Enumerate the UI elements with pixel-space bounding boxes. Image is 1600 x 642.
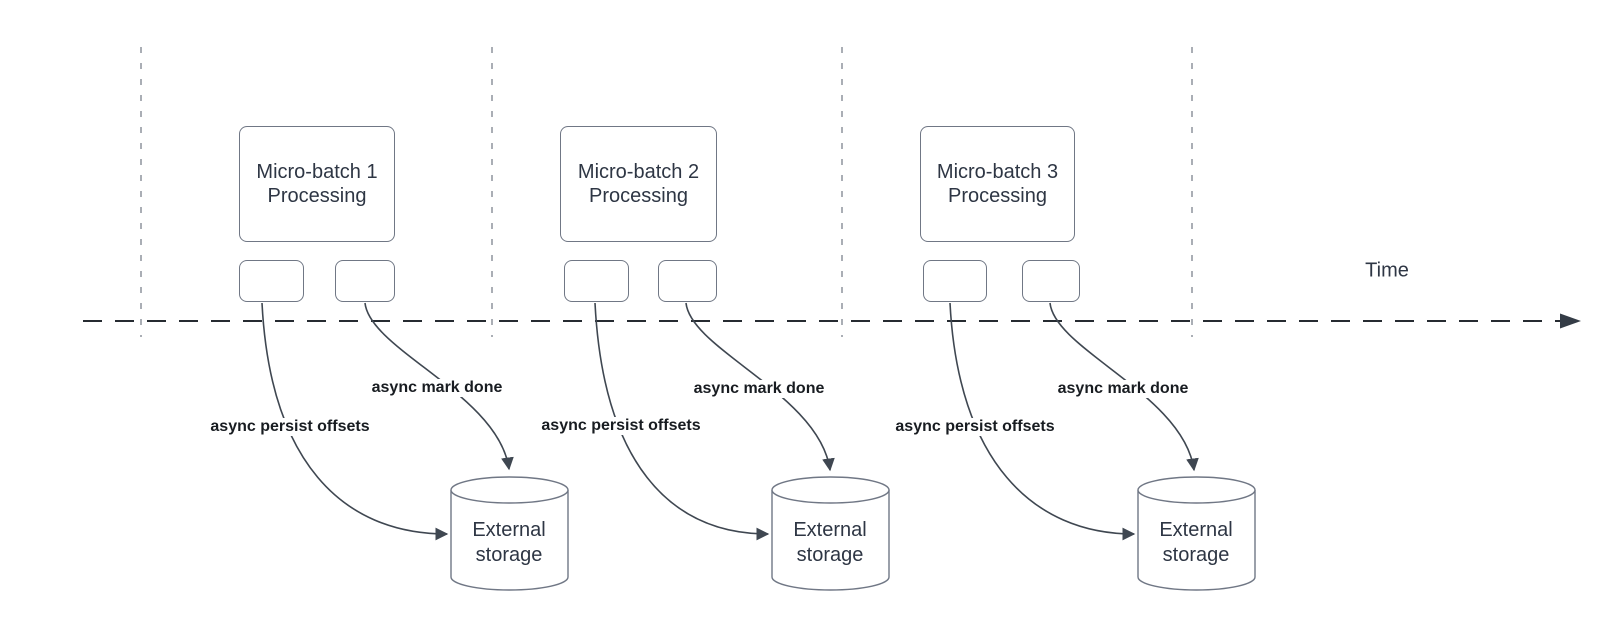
persist-offsets-connector-1 bbox=[261, 302, 449, 541]
external-storage-cylinder-1 bbox=[450, 490, 569, 591]
mark-done-connector-2 bbox=[685, 302, 835, 472]
persist-offsets-connector-3 bbox=[949, 302, 1136, 541]
external-storage-cylinder-3-top bbox=[1137, 476, 1256, 504]
external-storage-cylinder-2-top bbox=[771, 476, 890, 504]
external-storage-label-1: External storage bbox=[472, 519, 546, 566]
persist-offsets-label-2: async persist offsets bbox=[539, 417, 703, 435]
external-storage-cylinder-1-top bbox=[450, 476, 569, 504]
persist-offsets-task-box-3 bbox=[923, 260, 987, 302]
mark-done-task-box-2 bbox=[658, 260, 717, 302]
external-storage-label-2: External storage bbox=[793, 519, 867, 566]
micro-batch-3-box: Micro-batch 3 Processing bbox=[920, 126, 1075, 242]
time-axis-arrowhead-icon bbox=[1560, 313, 1581, 329]
external-storage-label-3: External storage bbox=[1159, 519, 1233, 566]
persist-offsets-task-box-2 bbox=[564, 260, 629, 302]
micro-batch-2-box: Micro-batch 2 Processing bbox=[560, 126, 717, 242]
persist-offsets-label-3: async persist offsets bbox=[893, 418, 1057, 436]
persist-offsets-connector-2 bbox=[594, 302, 770, 541]
external-storage-cylinder-2 bbox=[771, 490, 890, 591]
mark-done-label-2: async mark done bbox=[691, 380, 827, 398]
micro-batch-1-box: Micro-batch 1 Processing bbox=[239, 126, 395, 242]
persist-offsets-label-1: async persist offsets bbox=[208, 418, 372, 436]
mark-done-connector-3 bbox=[1049, 302, 1199, 472]
mark-done-label-1: async mark done bbox=[369, 379, 505, 397]
mark-done-task-box-3 bbox=[1022, 260, 1080, 302]
external-storage-cylinder-3 bbox=[1137, 490, 1256, 591]
mark-done-connector-1 bbox=[364, 302, 514, 471]
mark-done-label-3: async mark done bbox=[1055, 380, 1191, 398]
persist-offsets-task-box-1 bbox=[239, 260, 304, 302]
time-label: Time bbox=[1365, 259, 1409, 282]
mark-done-task-box-1 bbox=[335, 260, 395, 302]
